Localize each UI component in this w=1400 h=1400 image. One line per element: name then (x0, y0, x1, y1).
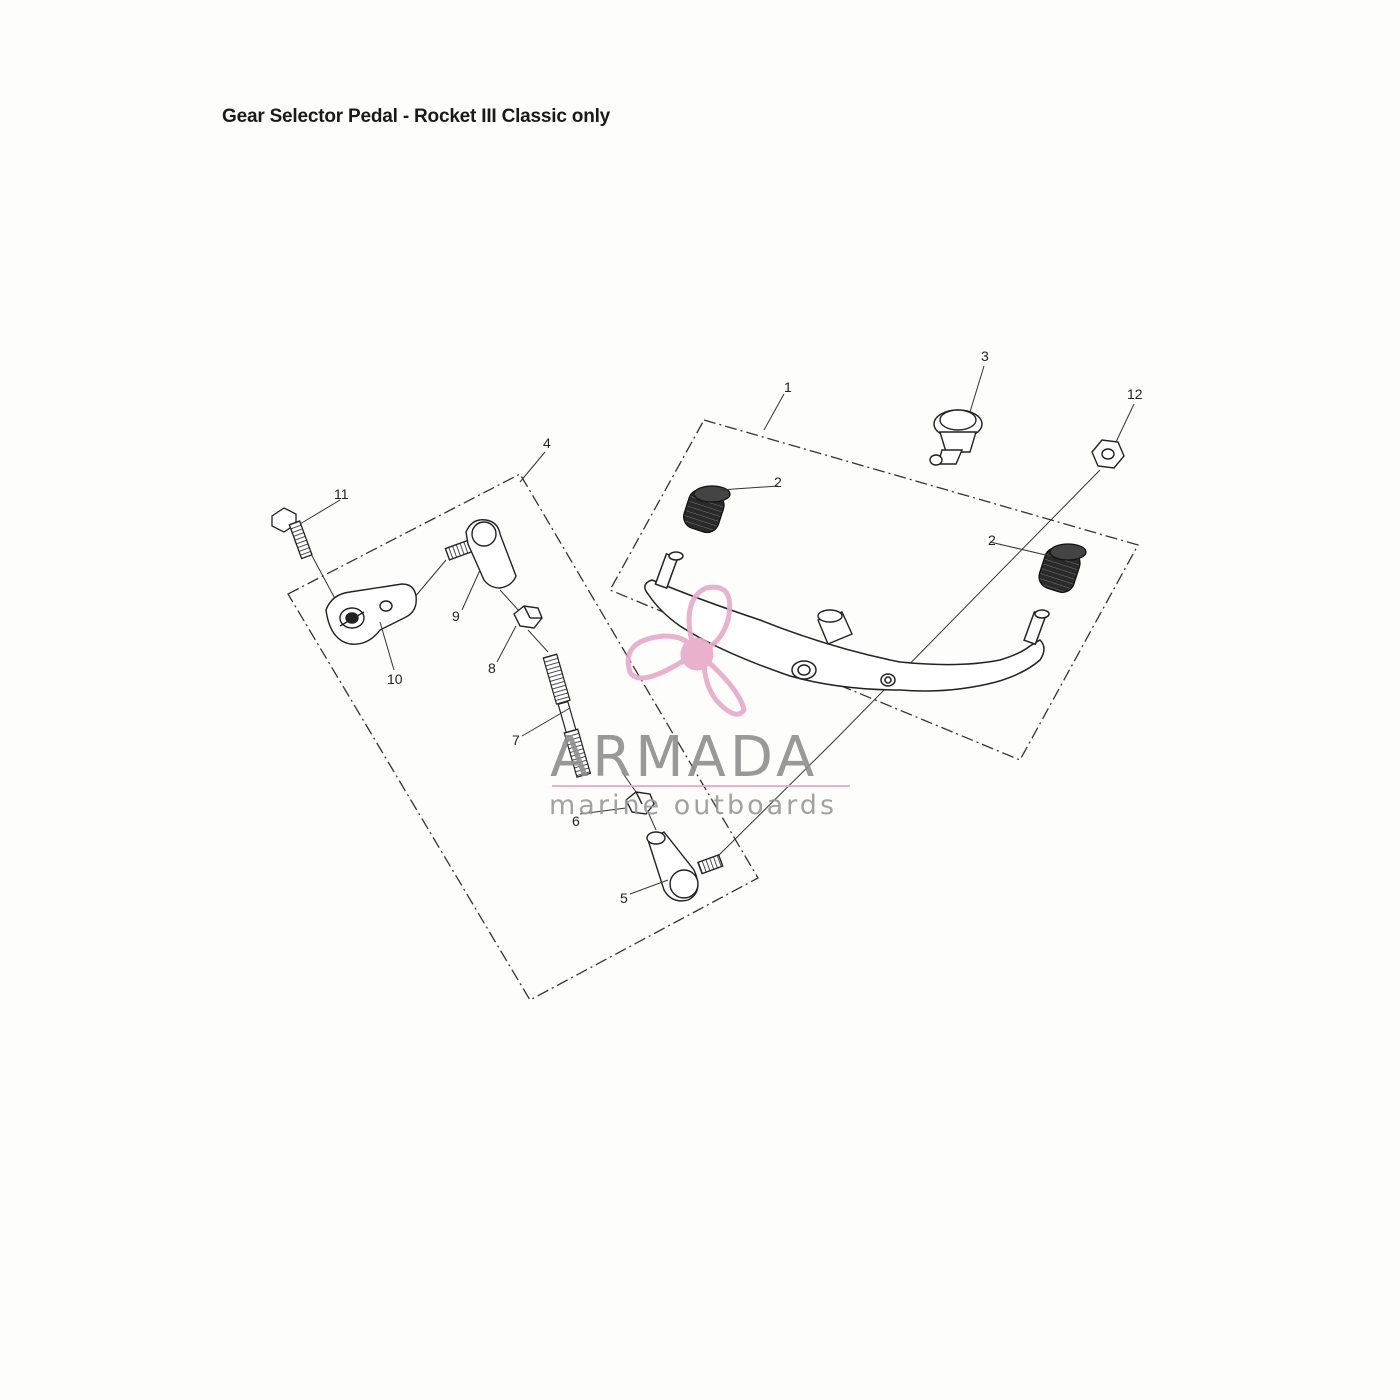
diagram-title: Gear Selector Pedal - Rocket III Classic… (222, 106, 611, 127)
callout-9: 9 (452, 608, 460, 624)
callout-4: 4 (543, 435, 551, 451)
nut-8 (513, 605, 543, 629)
threaded-rod-7 (542, 653, 592, 778)
propeller-logo-icon (625, 584, 747, 717)
group-box-pedal (609, 419, 1139, 761)
callout-1: 1 (784, 379, 792, 395)
pivot-bolt-3 (929, 409, 983, 466)
watermark: ARMADA marine outboards (549, 584, 850, 821)
rod-end-5 (646, 831, 724, 902)
clamp-lever-10 (325, 583, 417, 645)
callout-5: 5 (620, 890, 628, 906)
group-box-linkage (287, 473, 759, 1001)
watermark-tagline: marine outboards (549, 790, 837, 821)
spacer (817, 609, 853, 645)
callout-11: 11 (334, 486, 349, 502)
bolt-11 (271, 507, 313, 560)
callout-6: 6 (572, 813, 580, 829)
watermark-brand: ARMADA (550, 725, 818, 790)
nut-12 (1091, 439, 1125, 469)
pedal-rubber-2b (1038, 543, 1087, 594)
callout-labels: 1 2 2 3 4 5 6 7 8 9 10 11 12 (334, 348, 1143, 906)
pedal-rubber-2a (682, 485, 731, 534)
nut-6 (625, 791, 655, 815)
callout-2b: 2 (988, 532, 996, 548)
callout-7: 7 (512, 732, 520, 748)
callout-8: 8 (488, 660, 496, 676)
callout-10: 10 (387, 671, 403, 687)
callout-2a: 2 (774, 474, 782, 490)
callout-3: 3 (981, 348, 989, 364)
gear-pedal-1 (644, 551, 1050, 692)
rod-end-9 (444, 519, 517, 589)
callout-12: 12 (1127, 386, 1143, 402)
